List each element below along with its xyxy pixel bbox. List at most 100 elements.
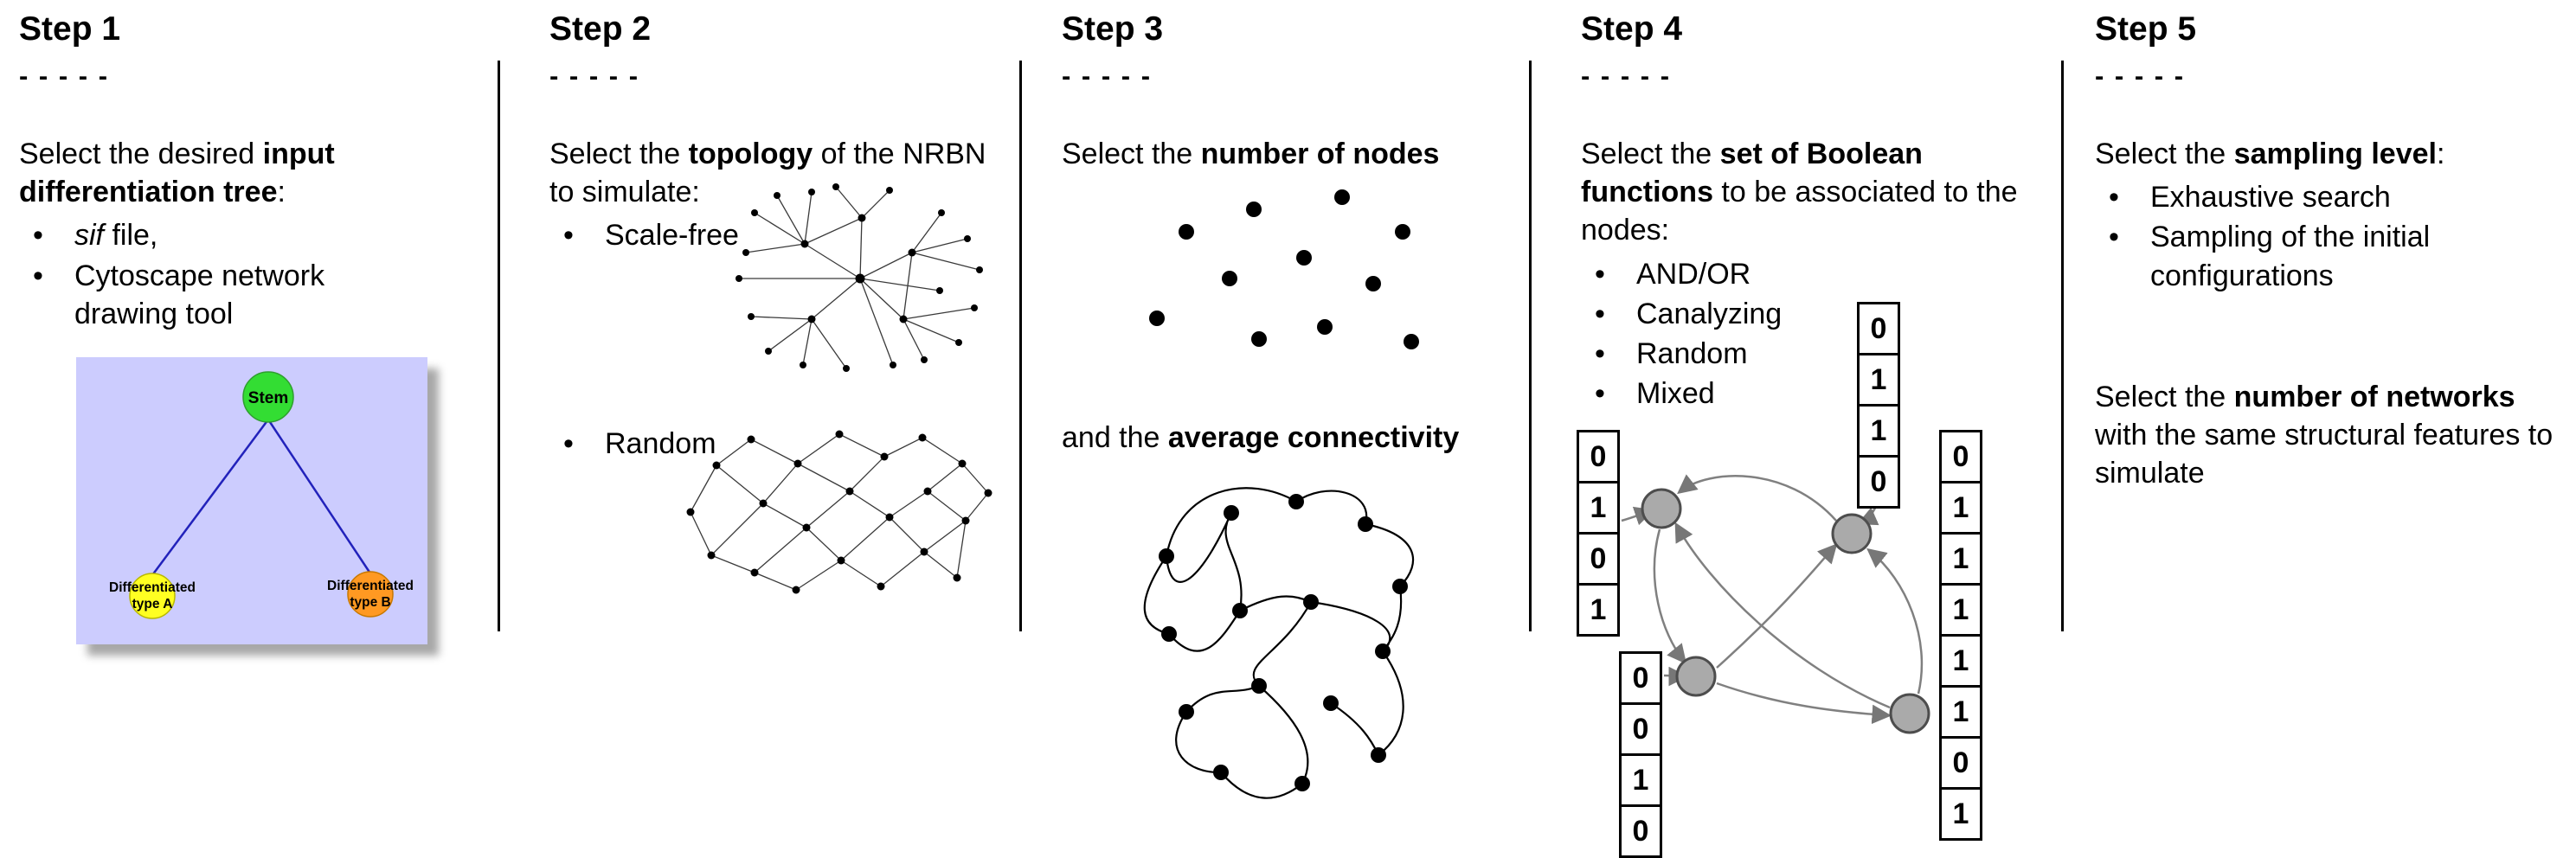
step5-second-pre: Select the <box>2095 380 2234 413</box>
truth-cell: 1 <box>1577 583 1620 637</box>
truth-cell: 0 <box>1857 455 1900 509</box>
sif-rest: file, <box>104 219 158 253</box>
nodes-scatter-illustration <box>1149 189 1419 349</box>
scale-free-edges <box>739 186 980 369</box>
step1-title: Step 1 <box>19 10 121 48</box>
truth-cell: 1 <box>1939 583 1982 637</box>
scale-free-network-illustration <box>736 183 983 372</box>
column-divider-2 <box>1019 61 1022 631</box>
step3-line1-pre: Select the <box>1062 138 1201 170</box>
connectivity-illustration <box>1143 487 1415 799</box>
truth-cell: 0 <box>1857 302 1900 355</box>
step5-bullet-exhaustive: Exhaustive search <box>2095 178 2557 216</box>
truth-table-right: 0 1 1 1 1 1 0 1 <box>1939 430 1982 841</box>
step4-title: Step 4 <box>1581 10 1683 48</box>
step4-column: Step 4 - - - - - Select the set of Boole… <box>1532 0 2061 858</box>
step4-bullet-and-or: AND/OR <box>1581 255 2061 293</box>
step1-intro-post: : <box>277 176 286 209</box>
stem-label: Stem <box>248 389 288 407</box>
step1-bullet-cytoscape: Cytoscape network drawing tool <box>19 257 377 333</box>
step1-intro: Select the desired input differentiation… <box>19 135 489 211</box>
step2-column: Step 2 - - - - - Select the topology of … <box>500 0 1019 850</box>
step5-second-bold: number of networks <box>2233 380 2515 413</box>
step4-bullet-mixed: Mixed <box>1581 375 2061 413</box>
gene-node-3 <box>1675 656 1717 697</box>
step4-intro-bold: set of Boolean functions <box>1581 138 1923 209</box>
step2-intro-bold: topology <box>688 138 813 170</box>
step5-second-post: with the same structural features to sim… <box>2095 418 2554 490</box>
type-a-label-line2: type A <box>132 597 173 611</box>
step2-bullet-random: Random <box>549 425 1019 463</box>
step4-bullet-random: Random <box>1581 335 2061 373</box>
step5-intro-post: : <box>2436 138 2445 170</box>
step5-intro-pre: Select the <box>2095 138 2234 170</box>
step2-bullet-list: Scale-free Random <box>549 216 1019 463</box>
type-b-label-line2: type B <box>350 595 390 610</box>
boolean-network-nodes <box>1641 488 1930 734</box>
step1-column: Step 1 - - - - - Select the desired inpu… <box>0 0 498 850</box>
step4-bullet-list: AND/OR Canalyzing Random Mixed <box>1581 255 2061 413</box>
stem-node <box>242 371 294 423</box>
truth-cell: 0 <box>1619 651 1662 705</box>
type-b-node <box>347 571 394 618</box>
truth-cell: 1 <box>1939 481 1982 535</box>
tree-edge-right <box>267 419 372 574</box>
step3-column: Step 3 - - - - - Select the number of no… <box>1022 0 1529 850</box>
step4-intro-post: to be associated to the nodes: <box>1581 176 2018 247</box>
column-divider-4 <box>2061 61 2064 631</box>
truth-cell: 1 <box>1939 787 1982 841</box>
step3-dashes: - - - - - <box>1062 61 1153 91</box>
boolean-network-arrows <box>1621 474 1924 725</box>
step3-line2: and the average connectivity <box>1062 419 1459 457</box>
step3-title: Step 3 <box>1062 10 1164 48</box>
random-edges <box>690 433 989 591</box>
truth-cell: 0 <box>1577 430 1620 483</box>
step2-bullet-scale-free: Scale-free <box>549 216 1019 254</box>
truth-cell: 1 <box>1857 404 1900 458</box>
step4-intro: Select the set of Boolean functions to b… <box>1581 135 2052 250</box>
random-nodes <box>686 430 992 594</box>
boolean-network-illustration <box>1621 474 1930 734</box>
step2-intro: Select the topology of the NRBN to simul… <box>549 135 1011 211</box>
scale-free-nodes <box>736 183 983 372</box>
truth-cell: 0 <box>1939 736 1982 790</box>
step5-intro: Select the sampling level: <box>2095 135 2567 173</box>
step5-bullet-list: Exhaustive search Sampling of the initia… <box>2095 178 2576 295</box>
step2-intro-pre: Select the <box>549 138 689 170</box>
step1-intro-pre: Select the desired <box>19 138 263 170</box>
differentiation-tree-illustration: Stem Differentiated type A Differentiate… <box>76 356 427 644</box>
connectivity-edges <box>1143 487 1415 799</box>
step3-line1: Select the number of nodes <box>1062 135 1520 173</box>
step5-title: Step 5 <box>2095 10 2197 48</box>
truth-cell: 1 <box>1939 685 1982 739</box>
step1-intro-bold: input differentiation tree <box>19 138 335 209</box>
truth-cell: 1 <box>1939 634 1982 688</box>
gene-node-4 <box>1889 693 1930 734</box>
type-b-label-line1: Differentiated <box>327 579 414 593</box>
step5-intro-bold: sampling level <box>2233 138 2437 170</box>
gene-node-2 <box>1831 513 1873 554</box>
random-network-illustration <box>686 430 992 594</box>
truth-table-bottom-left: 0 0 1 0 <box>1619 651 1662 858</box>
column-divider-1 <box>498 61 500 631</box>
step5-dashes: - - - - - <box>2095 61 2186 91</box>
step1-bullet-sif-file: sif file, <box>19 216 377 254</box>
step2-intro-post: of the NRBN to simulate: <box>549 138 986 209</box>
truth-cell: 1 <box>1857 353 1900 407</box>
step1-bullet-list: sif file, Cytoscape network drawing tool <box>19 216 498 333</box>
step1-dashes: - - - - - <box>19 61 110 91</box>
step3-line1-bold: number of nodes <box>1200 138 1440 170</box>
truth-cell: 0 <box>1619 702 1662 756</box>
scatter-dots <box>1149 189 1419 349</box>
truth-cell: 0 <box>1939 430 1982 483</box>
step5-bullet-sampling: Sampling of the initial configurations <box>2095 218 2557 294</box>
step3-line2-pre: and the <box>1062 421 1168 454</box>
column-divider-3 <box>1529 61 1532 631</box>
gene-node-1 <box>1641 488 1682 529</box>
step3-line2-bold: average connectivity <box>1167 421 1460 454</box>
sif-italic: sif <box>74 219 104 253</box>
step4-bullet-canalyzing: Canalyzing <box>1581 295 2061 333</box>
truth-table-left: 0 1 0 1 <box>1577 430 1620 637</box>
step5-column: Step 5 - - - - - Select the sampling lev… <box>2064 0 2576 850</box>
